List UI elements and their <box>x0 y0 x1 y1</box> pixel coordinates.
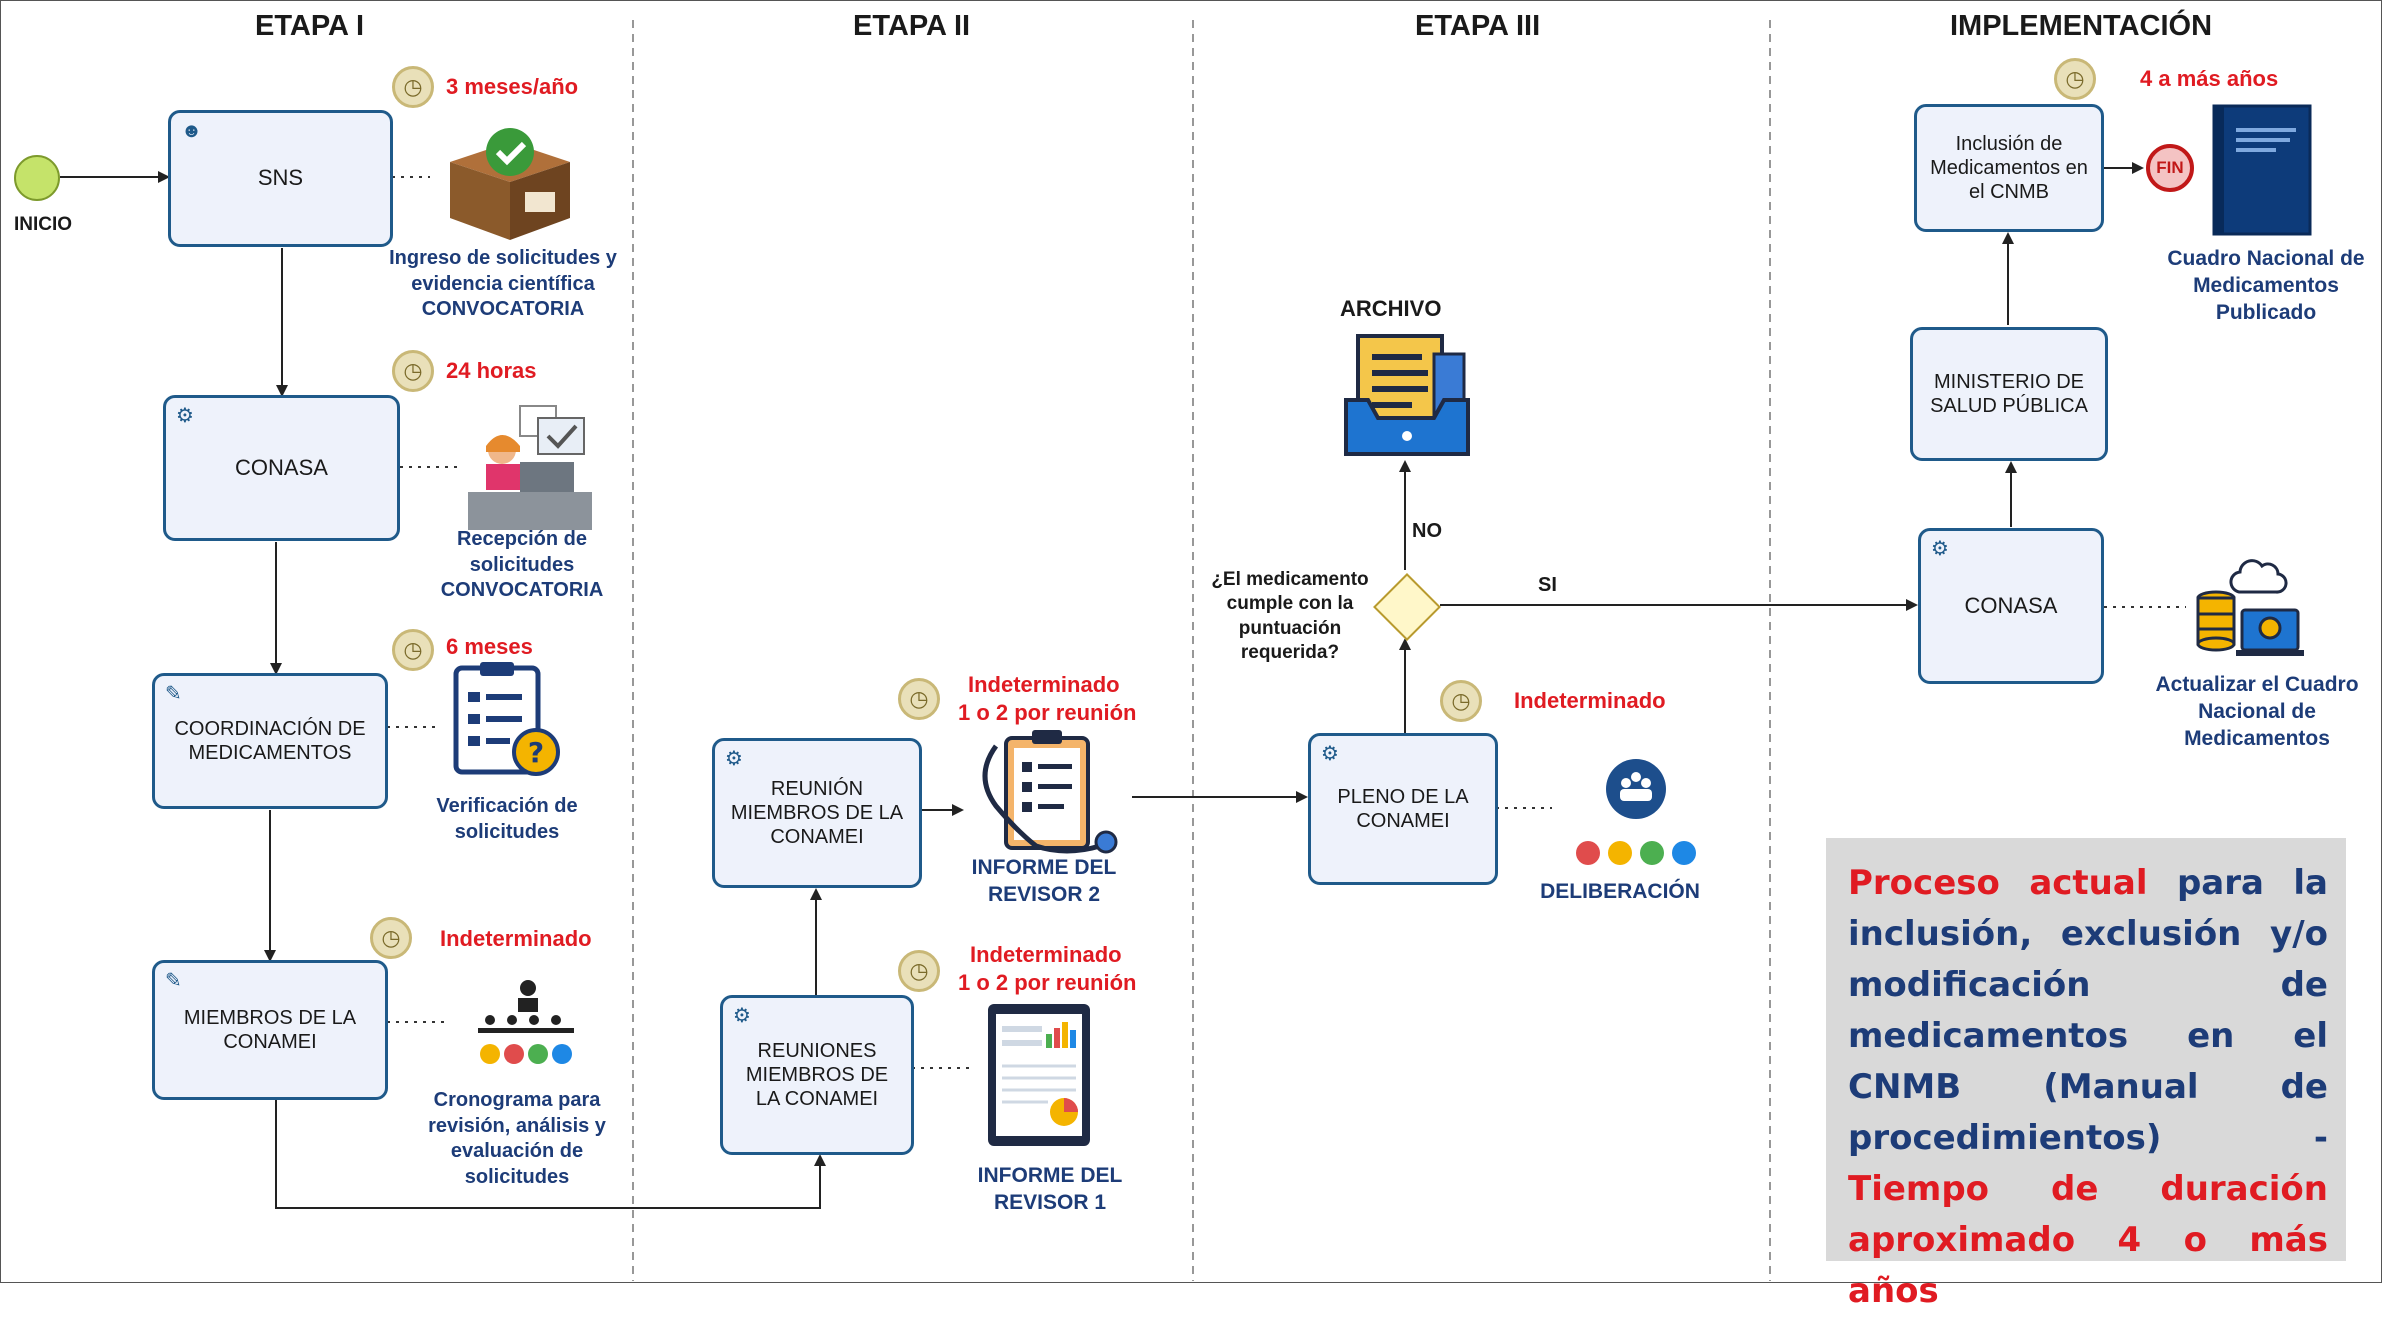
task-coordinacion[interactable]: ✎ COORDINACIÓN DE MEDICAMENTOS <box>152 673 388 809</box>
duration-reuniones-1: Indeterminado <box>970 942 1122 967</box>
clock-icon: ◷ <box>392 350 434 392</box>
duration-inclusion: 4 a más años <box>2140 66 2279 91</box>
archive-tray-icon <box>1342 330 1472 465</box>
archivo-label: ARCHIVO <box>1340 296 1442 321</box>
clock-icon: ◷ <box>2054 58 2096 100</box>
duration-coordinacion: 6 meses <box>446 634 533 659</box>
task-conasa-2[interactable]: ⚙ CONASA <box>1918 528 2104 684</box>
artifact-actualizar: Actualizar el Cuadro Nacional de Medicam… <box>2155 673 2359 750</box>
clock-icon: ◷ <box>1440 680 1482 722</box>
lane-title-etapa-3: ETAPA III <box>1415 10 1541 42</box>
clock-icon: ◷ <box>898 950 940 992</box>
end-event[interactable]: FIN <box>2146 144 2194 192</box>
artifact-deliberacion: DELIBERACIÓN <box>1540 880 1700 903</box>
service-task-icon: ⚙ <box>725 748 743 770</box>
artifact-ingreso: Ingreso de solicitudes y evidencia cient… <box>389 247 617 321</box>
duration-reuniones-2: 1 o 2 por reunión <box>958 970 1137 995</box>
start-event[interactable] <box>14 155 60 201</box>
task-miembros[interactable]: ✎ MIEMBROS DE LA CONAMEI <box>152 960 388 1100</box>
lane-title-etapa-2: ETAPA II <box>853 10 971 42</box>
note-highlight-1: Proceso actual <box>1848 863 2148 903</box>
process-note: Proceso actual para la inclusión, exclus… <box>1826 838 2346 1311</box>
lane-title-implementacion: IMPLEMENTACIÓN <box>1950 10 2213 42</box>
svg-text:?: ? <box>528 736 544 769</box>
ballot-box-icon <box>440 122 580 247</box>
duration-conasa-1: 24 horas <box>446 358 537 383</box>
artifact-informe-1: INFORME DEL REVISOR 1 <box>977 1164 1123 1214</box>
manual-task-icon: ✎ <box>165 683 182 705</box>
task-sns[interactable]: ☻ SNS <box>168 110 393 247</box>
user-task-icon: ☻ <box>181 120 203 142</box>
task-reuniones[interactable]: ⚙ REUNIONES MIEMBROS DE LA CONAMEI <box>720 995 914 1155</box>
deliberation-icon <box>1556 757 1716 872</box>
task-ministerio[interactable]: MINISTERIO DE SALUD PÚBLICA <box>1910 327 2108 461</box>
artifact-recepcion: Recepción de solicitudes CONVOCATORIA <box>440 528 604 602</box>
duration-reunion-2: 1 o 2 por reunión <box>958 700 1137 725</box>
service-task-icon: ⚙ <box>1321 743 1339 765</box>
task-inclusion[interactable]: Inclusión de Medicamentos en el CNMB <box>1914 104 2104 232</box>
task-reunion[interactable]: ⚙ REUNIÓN MIEMBROS DE LA CONAMEI <box>712 738 922 888</box>
clock-icon: ◷ <box>370 917 412 959</box>
end-label: FIN <box>2156 158 2184 177</box>
duration-sns: 3 meses/año <box>446 74 579 99</box>
service-task-icon: ⚙ <box>733 1005 751 1027</box>
artifact-verificacion: Verificación de solicitudes <box>436 795 578 843</box>
duration-miembros: Indeterminado <box>440 926 592 951</box>
note-body: para la inclusión, exclusión y/o modific… <box>1848 863 2328 1158</box>
clock-icon: ◷ <box>392 66 434 108</box>
artifact-cronograma: Cronograma para revisión, análisis y eva… <box>428 1089 606 1188</box>
reception-desk-icon <box>460 402 600 537</box>
clock-icon: ◷ <box>392 629 434 671</box>
clipboard-stethoscope-icon <box>962 726 1132 859</box>
database-cloud-icon <box>2190 554 2310 669</box>
gateway-yes-label: SI <box>1538 574 1557 596</box>
duration-reunion-1: Indeterminado <box>968 672 1120 697</box>
start-label: INICIO <box>14 214 73 235</box>
note-highlight-2: Tiempo de duración aproximado 4 o más añ… <box>1848 1169 2328 1311</box>
book-cover-icon <box>2206 100 2316 243</box>
gateway-question: ¿El medicamento cumple con la puntuación… <box>1211 569 1369 663</box>
task-pleno[interactable]: ⚙ PLENO DE LA CONAMEI <box>1308 733 1498 885</box>
connectors <box>60 20 2186 1281</box>
lane-title-etapa-1: ETAPA I <box>255 10 365 42</box>
artifact-cuadro: Cuadro Nacional de Medicamentos Publicad… <box>2167 247 2365 324</box>
clock-icon: ◷ <box>898 678 940 720</box>
report-tablet-icon <box>984 1000 1094 1155</box>
service-task-icon: ⚙ <box>176 405 194 427</box>
meeting-icon <box>468 978 588 1073</box>
manual-task-icon: ✎ <box>165 970 182 992</box>
task-conasa-1[interactable]: ⚙ CONASA <box>163 395 400 541</box>
gateway-no-label: NO <box>1412 520 1442 542</box>
artifact-informe-2: INFORME DEL REVISOR 2 <box>971 856 1117 906</box>
service-task-icon: ⚙ <box>1931 538 1949 560</box>
duration-pleno: Indeterminado <box>1514 688 1666 713</box>
checklist-icon: ? <box>450 660 560 785</box>
